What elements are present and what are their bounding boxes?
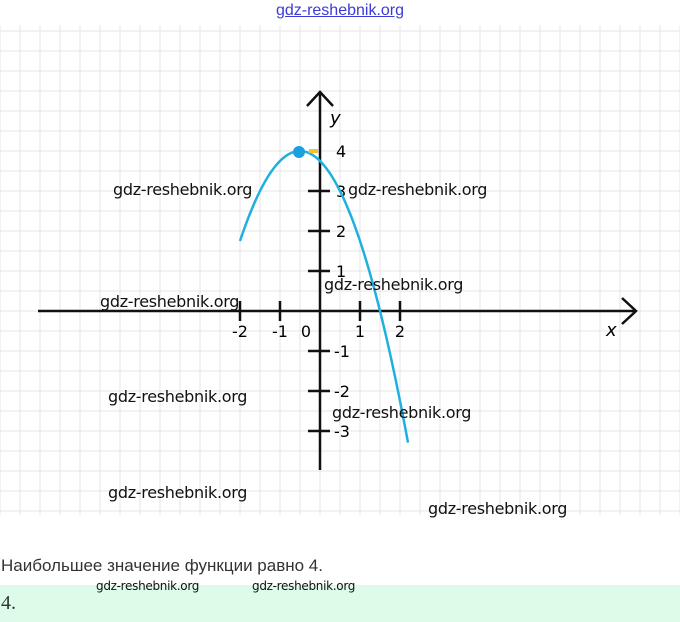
answer-caption: Наибольшее значение функции равно 4. bbox=[1, 556, 323, 575]
answer-value: 4. bbox=[1, 592, 16, 614]
site-watermark-link[interactable]: gdz-reshebnik.org bbox=[275, 2, 405, 19]
watermark: gdz-reshebnik.org bbox=[96, 579, 200, 593]
y-axis-arrow bbox=[306, 90, 334, 107]
watermark: gdz-reshebnik.org bbox=[348, 180, 488, 199]
answer-box bbox=[0, 585, 680, 622]
watermark: gdz-reshebnik.org bbox=[428, 499, 568, 518]
watermark: gdz-reshebnik.org bbox=[113, 180, 253, 199]
x-axis-label: x bbox=[605, 320, 617, 341]
vertex-point bbox=[293, 146, 305, 158]
x-tick-label: -2 bbox=[232, 322, 248, 341]
x-axis-arrow bbox=[621, 297, 638, 325]
watermark: gdz-reshebnik.org bbox=[108, 483, 248, 502]
watermark: gdz-reshebnik.org bbox=[324, 275, 464, 294]
x-tick-label: 2 bbox=[395, 322, 405, 341]
x-tick-label: 0 bbox=[301, 322, 311, 341]
watermark: gdz-reshebnik.org bbox=[108, 387, 248, 406]
y-tick-label: 2 bbox=[336, 222, 346, 241]
x-tick-label: 1 bbox=[355, 322, 365, 341]
y-tick-label: -2 bbox=[334, 382, 350, 401]
y-tick-label: -3 bbox=[334, 422, 350, 441]
watermark: gdz-reshebnik.org bbox=[100, 292, 240, 311]
watermark: gdz-reshebnik.org bbox=[332, 403, 472, 422]
watermark: gdz-reshebnik.org bbox=[252, 579, 356, 593]
parabola-curve bbox=[238, 149, 410, 443]
y-tick-label: -1 bbox=[334, 342, 350, 361]
y-tick-label: 4 bbox=[336, 142, 346, 161]
y-tick-label: 1 bbox=[336, 262, 346, 281]
x-tick-label: -1 bbox=[272, 322, 288, 341]
y-axis-label: y bbox=[329, 108, 341, 129]
